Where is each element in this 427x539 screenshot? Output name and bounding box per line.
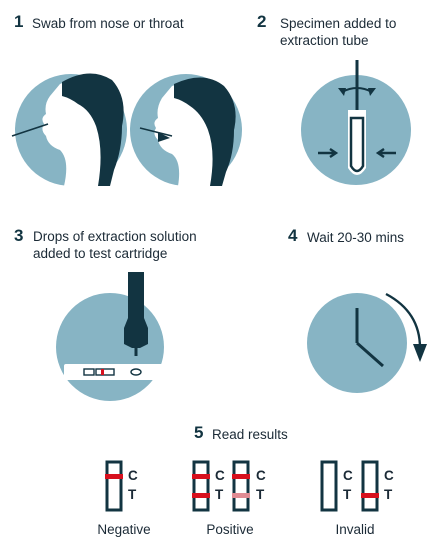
swab-stick-1 (11, 123, 49, 137)
invalid-label: Invalid (335, 522, 375, 537)
clock-illustration (307, 292, 427, 393)
tube-body (348, 110, 366, 175)
step-2-number: 2 (257, 12, 267, 31)
extraction-tube-illustration (301, 60, 411, 185)
positive-strip-1 (192, 460, 210, 512)
squeeze-arrow-right-icon (375, 148, 396, 158)
step-2-text-line-2: extraction tube (280, 33, 369, 48)
rotate-arrow-right-icon (368, 88, 376, 96)
open-mouth (158, 132, 170, 142)
tube-liquid (349, 116, 365, 173)
hair-2 (174, 77, 236, 186)
positive-label: Positive (206, 522, 254, 537)
negative-label: Negative (97, 522, 151, 537)
hair-1 (62, 73, 124, 186)
invalid-strip-2 (361, 460, 379, 512)
step-4-number: 4 (288, 226, 298, 245)
step-5-text: Read results (212, 427, 288, 442)
positive-2-t-label: T (256, 487, 265, 502)
positive-2-c-label: C (256, 468, 266, 483)
squeeze-arrow-left-icon (318, 148, 339, 158)
wait-arrow-head-icon (413, 344, 427, 362)
wait-arrow-arc (385, 292, 422, 349)
result-strips (105, 460, 379, 512)
swab-stick-2 (139, 127, 173, 137)
invalid-2-test-line (361, 493, 379, 498)
step-3-text-line-1: Drops of extraction solution (33, 229, 197, 244)
negative-strip (105, 460, 123, 512)
throat-swab-illustration (130, 74, 242, 186)
negative-control-line (105, 474, 123, 479)
step-2-text-line-1: Specimen added to (280, 16, 397, 31)
invalid-1-c-label: C (343, 468, 353, 483)
step-3-number: 3 (14, 226, 24, 245)
clock-hour-hand (356, 341, 384, 368)
positive-2-test-line-faint (232, 493, 250, 498)
positive-1-c-label: C (215, 468, 225, 483)
test-cartridge-illustration (56, 272, 164, 401)
negative-t-label: T (128, 487, 137, 502)
positive-2-control-line (232, 474, 250, 479)
dropper-bottle (124, 272, 148, 348)
invalid-1-t-label: T (343, 487, 352, 502)
result-lines (105, 474, 379, 498)
negative-c-label: C (128, 468, 138, 483)
cartridge-circle (56, 293, 164, 401)
cartridge-window-1 (83, 368, 95, 376)
positive-1-control-line (192, 474, 210, 479)
sample-well (130, 368, 142, 376)
positive-1-test-line (192, 493, 210, 498)
invalid-2-t-label: T (384, 487, 393, 502)
cartridge-control-line (101, 369, 104, 375)
step-1-text: Swab from nose or throat (32, 16, 184, 31)
step-1-number: 1 (14, 12, 24, 31)
step-3-text-line-2: added to test cartridge (33, 246, 168, 261)
positive-strip-2 (232, 460, 250, 512)
positive-1-t-label: T (215, 487, 224, 502)
rotate-arrow-left-icon (338, 88, 346, 96)
step-4-text: Wait 20-30 mins (307, 230, 405, 245)
step-5-number: 5 (194, 423, 204, 442)
nose-swab-illustration (11, 73, 127, 186)
invalid-2-c-label: C (384, 468, 394, 483)
cartridge-window-2 (95, 368, 115, 376)
invalid-strip-1 (320, 460, 338, 512)
